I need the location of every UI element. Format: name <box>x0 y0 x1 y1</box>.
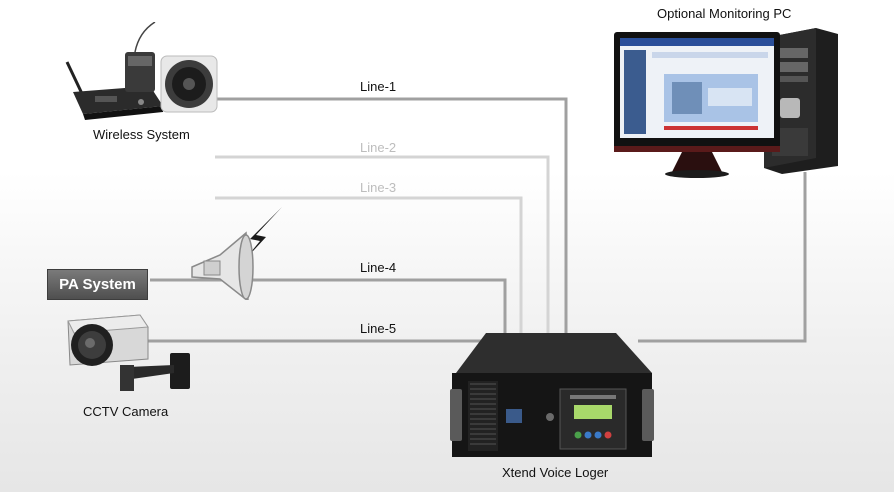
wireless-microphone-icon <box>55 22 220 122</box>
pa-system-label: PA System <box>59 276 136 293</box>
monitoring-pc-label: Optional Monitoring PC <box>657 6 791 21</box>
pa-system-box: PA System <box>47 269 148 300</box>
line-3-label: Line-3 <box>360 180 396 195</box>
cctv-camera-icon <box>60 307 195 399</box>
megaphone-icon <box>186 205 292 300</box>
rack-logger-icon <box>450 333 655 461</box>
line-1-label: Line-1 <box>360 79 396 94</box>
line-2-label: Line-2 <box>360 140 396 155</box>
logger-label: Xtend Voice Loger <box>502 465 608 480</box>
monitoring-pc-icon <box>612 28 842 178</box>
wireless-system-label: Wireless System <box>93 127 190 142</box>
cctv-camera-label: CCTV Camera <box>83 404 168 419</box>
line-4-label: Line-4 <box>360 260 396 275</box>
pc-link-wire <box>638 172 805 341</box>
line-5-label: Line-5 <box>360 321 396 336</box>
